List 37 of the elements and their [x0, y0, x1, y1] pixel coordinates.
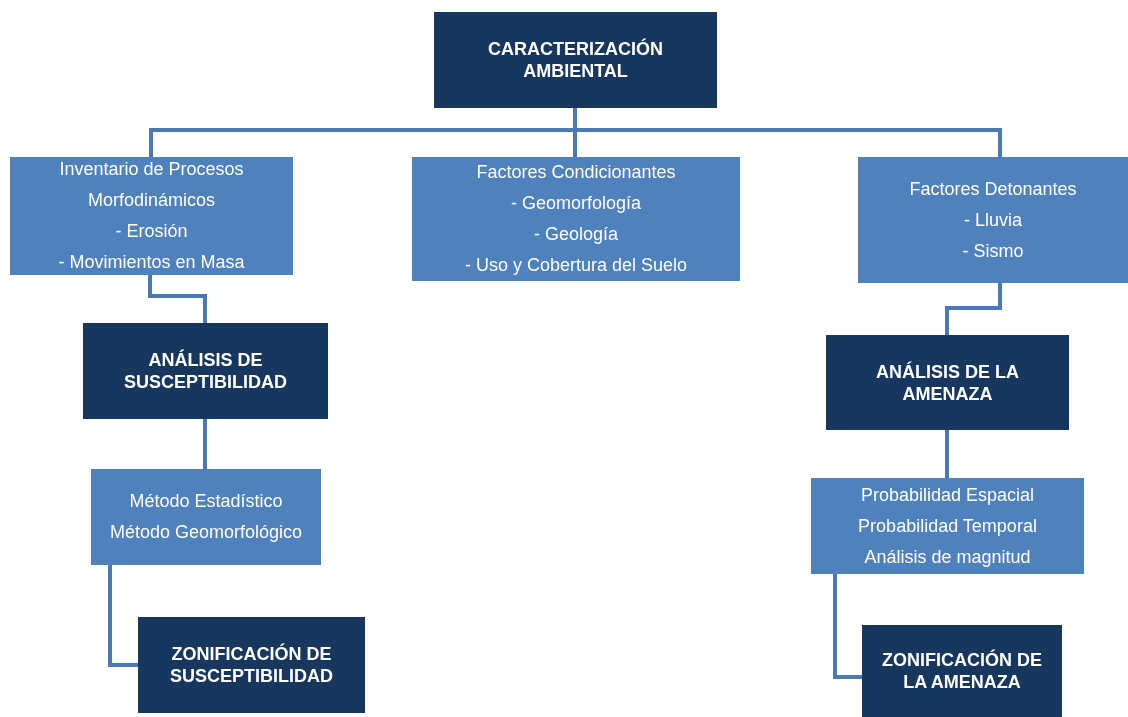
connector-line	[573, 108, 1002, 157]
box-text: Método Estadístico	[129, 490, 283, 513]
box-text: Factores Condicionantes	[476, 161, 676, 184]
analysis-box	[826, 335, 1069, 430]
box-text: - Movimientos en Masa	[58, 251, 245, 274]
box-text: - Lluvia	[964, 208, 1022, 232]
connector-line	[203, 419, 207, 469]
zoning-box	[862, 625, 1062, 717]
box-heading: ANÁLISIS DE SUSCEPTIBILIDAD	[123, 349, 288, 393]
process-box	[10, 157, 293, 275]
analysis-box	[83, 323, 328, 419]
method-box	[91, 469, 321, 565]
box-heading: ZONIFICACIÓN DE LA AMENAZA	[881, 649, 1043, 693]
box-text: - Uso y Cobertura del Suelo	[464, 254, 688, 277]
box-heading: ANÁLISIS DE LA AMENAZA	[875, 360, 1020, 405]
box-text: Análisis de magnitud	[864, 545, 1031, 569]
method-box	[811, 478, 1084, 574]
box-text: - Sismo	[962, 239, 1024, 263]
connector-line	[108, 565, 138, 667]
box-text: Método Geomorfológico	[109, 521, 303, 544]
zoning-box	[138, 617, 365, 713]
process-box	[412, 157, 740, 281]
connector-line	[833, 574, 862, 679]
box-text: Factores Detonantes	[909, 177, 1077, 201]
connector-line	[148, 275, 207, 323]
box-text: Probabilidad Espacial	[860, 483, 1035, 507]
box-heading: ZONIFICACIÓN DE SUSCEPTIBILIDAD	[169, 643, 334, 687]
box-heading: CARACTERIZACIÓN AMBIENTAL	[487, 38, 664, 82]
box-text: - Geología	[533, 223, 619, 246]
connector-line	[945, 430, 949, 478]
title-box	[434, 12, 717, 108]
box-text: - Erosión	[115, 220, 188, 243]
process-box	[858, 157, 1128, 283]
box-text: Probabilidad Temporal	[858, 514, 1037, 538]
connector-line	[945, 283, 1002, 335]
box-text: Inventario de Procesos Morfodinámicos	[58, 158, 245, 212]
box-text: - Geomorfología	[510, 192, 642, 215]
